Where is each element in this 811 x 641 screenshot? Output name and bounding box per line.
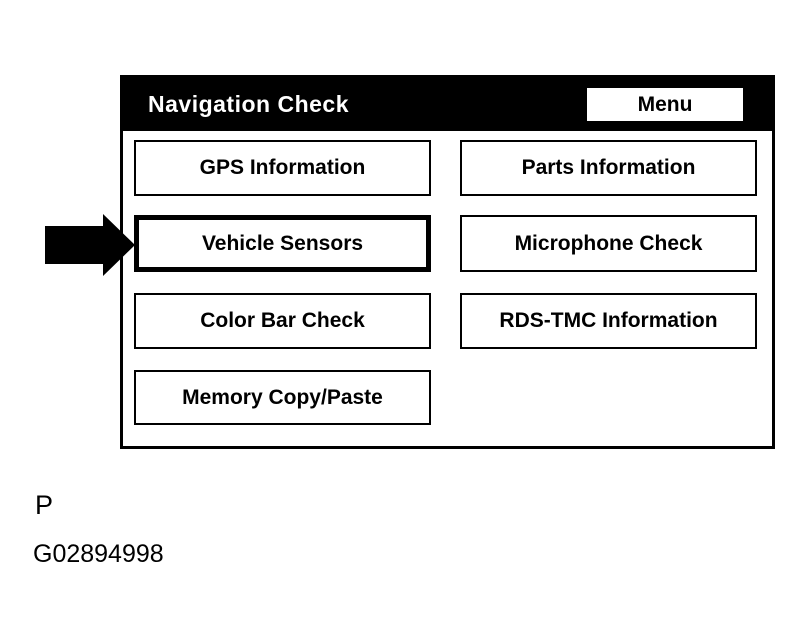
navigation-check-screen: Navigation Check Menu GPS Information Pa… bbox=[120, 75, 775, 449]
rds-tmc-information-button[interactable]: RDS-TMC Information bbox=[460, 293, 757, 349]
parts-information-button[interactable]: Parts Information bbox=[460, 140, 757, 196]
memory-copy-paste-button[interactable]: Memory Copy/Paste bbox=[134, 370, 431, 425]
screen-header: Navigation Check Menu bbox=[123, 78, 772, 131]
menu-button[interactable]: Menu bbox=[587, 88, 743, 121]
color-bar-check-button[interactable]: Color Bar Check bbox=[134, 293, 431, 349]
selection-arrow-icon bbox=[45, 214, 135, 276]
microphone-check-button[interactable]: Microphone Check bbox=[460, 215, 757, 272]
gps-information-button[interactable]: GPS Information bbox=[134, 140, 431, 196]
screen-title: Navigation Check bbox=[148, 91, 349, 117]
vehicle-sensors-button[interactable]: Vehicle Sensors bbox=[134, 215, 431, 272]
figure-id: G02894998 bbox=[33, 540, 164, 568]
figure-caption-letter: P bbox=[35, 490, 54, 520]
